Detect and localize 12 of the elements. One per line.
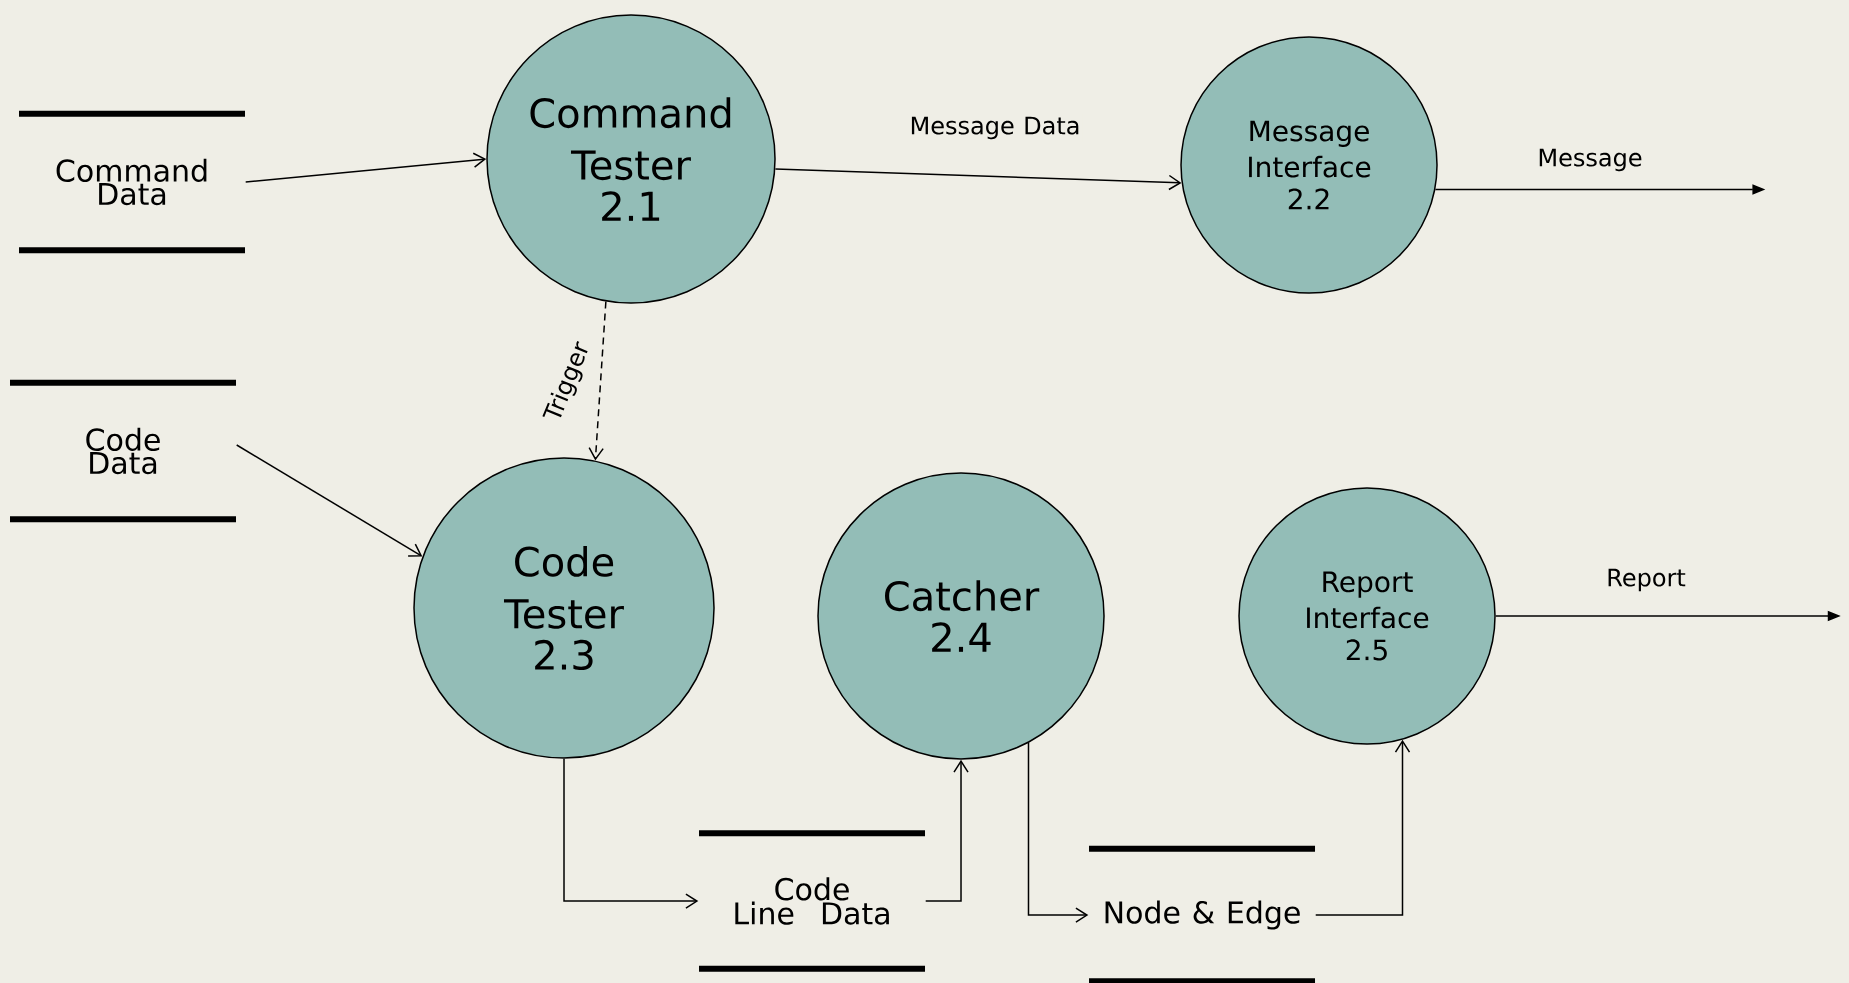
arrow xyxy=(1314,739,1411,916)
arrow xyxy=(588,300,607,461)
edge-label: Report xyxy=(1604,566,1688,594)
arrow xyxy=(1027,742,1089,923)
arrow xyxy=(244,152,487,183)
arrow xyxy=(563,758,699,909)
data-store: Command Data xyxy=(19,110,245,254)
arrow xyxy=(235,444,423,557)
edge-label: Message Data xyxy=(907,114,1083,142)
arrow xyxy=(774,168,1182,191)
edge-label: Message xyxy=(1535,146,1645,174)
arrow xyxy=(924,759,969,902)
